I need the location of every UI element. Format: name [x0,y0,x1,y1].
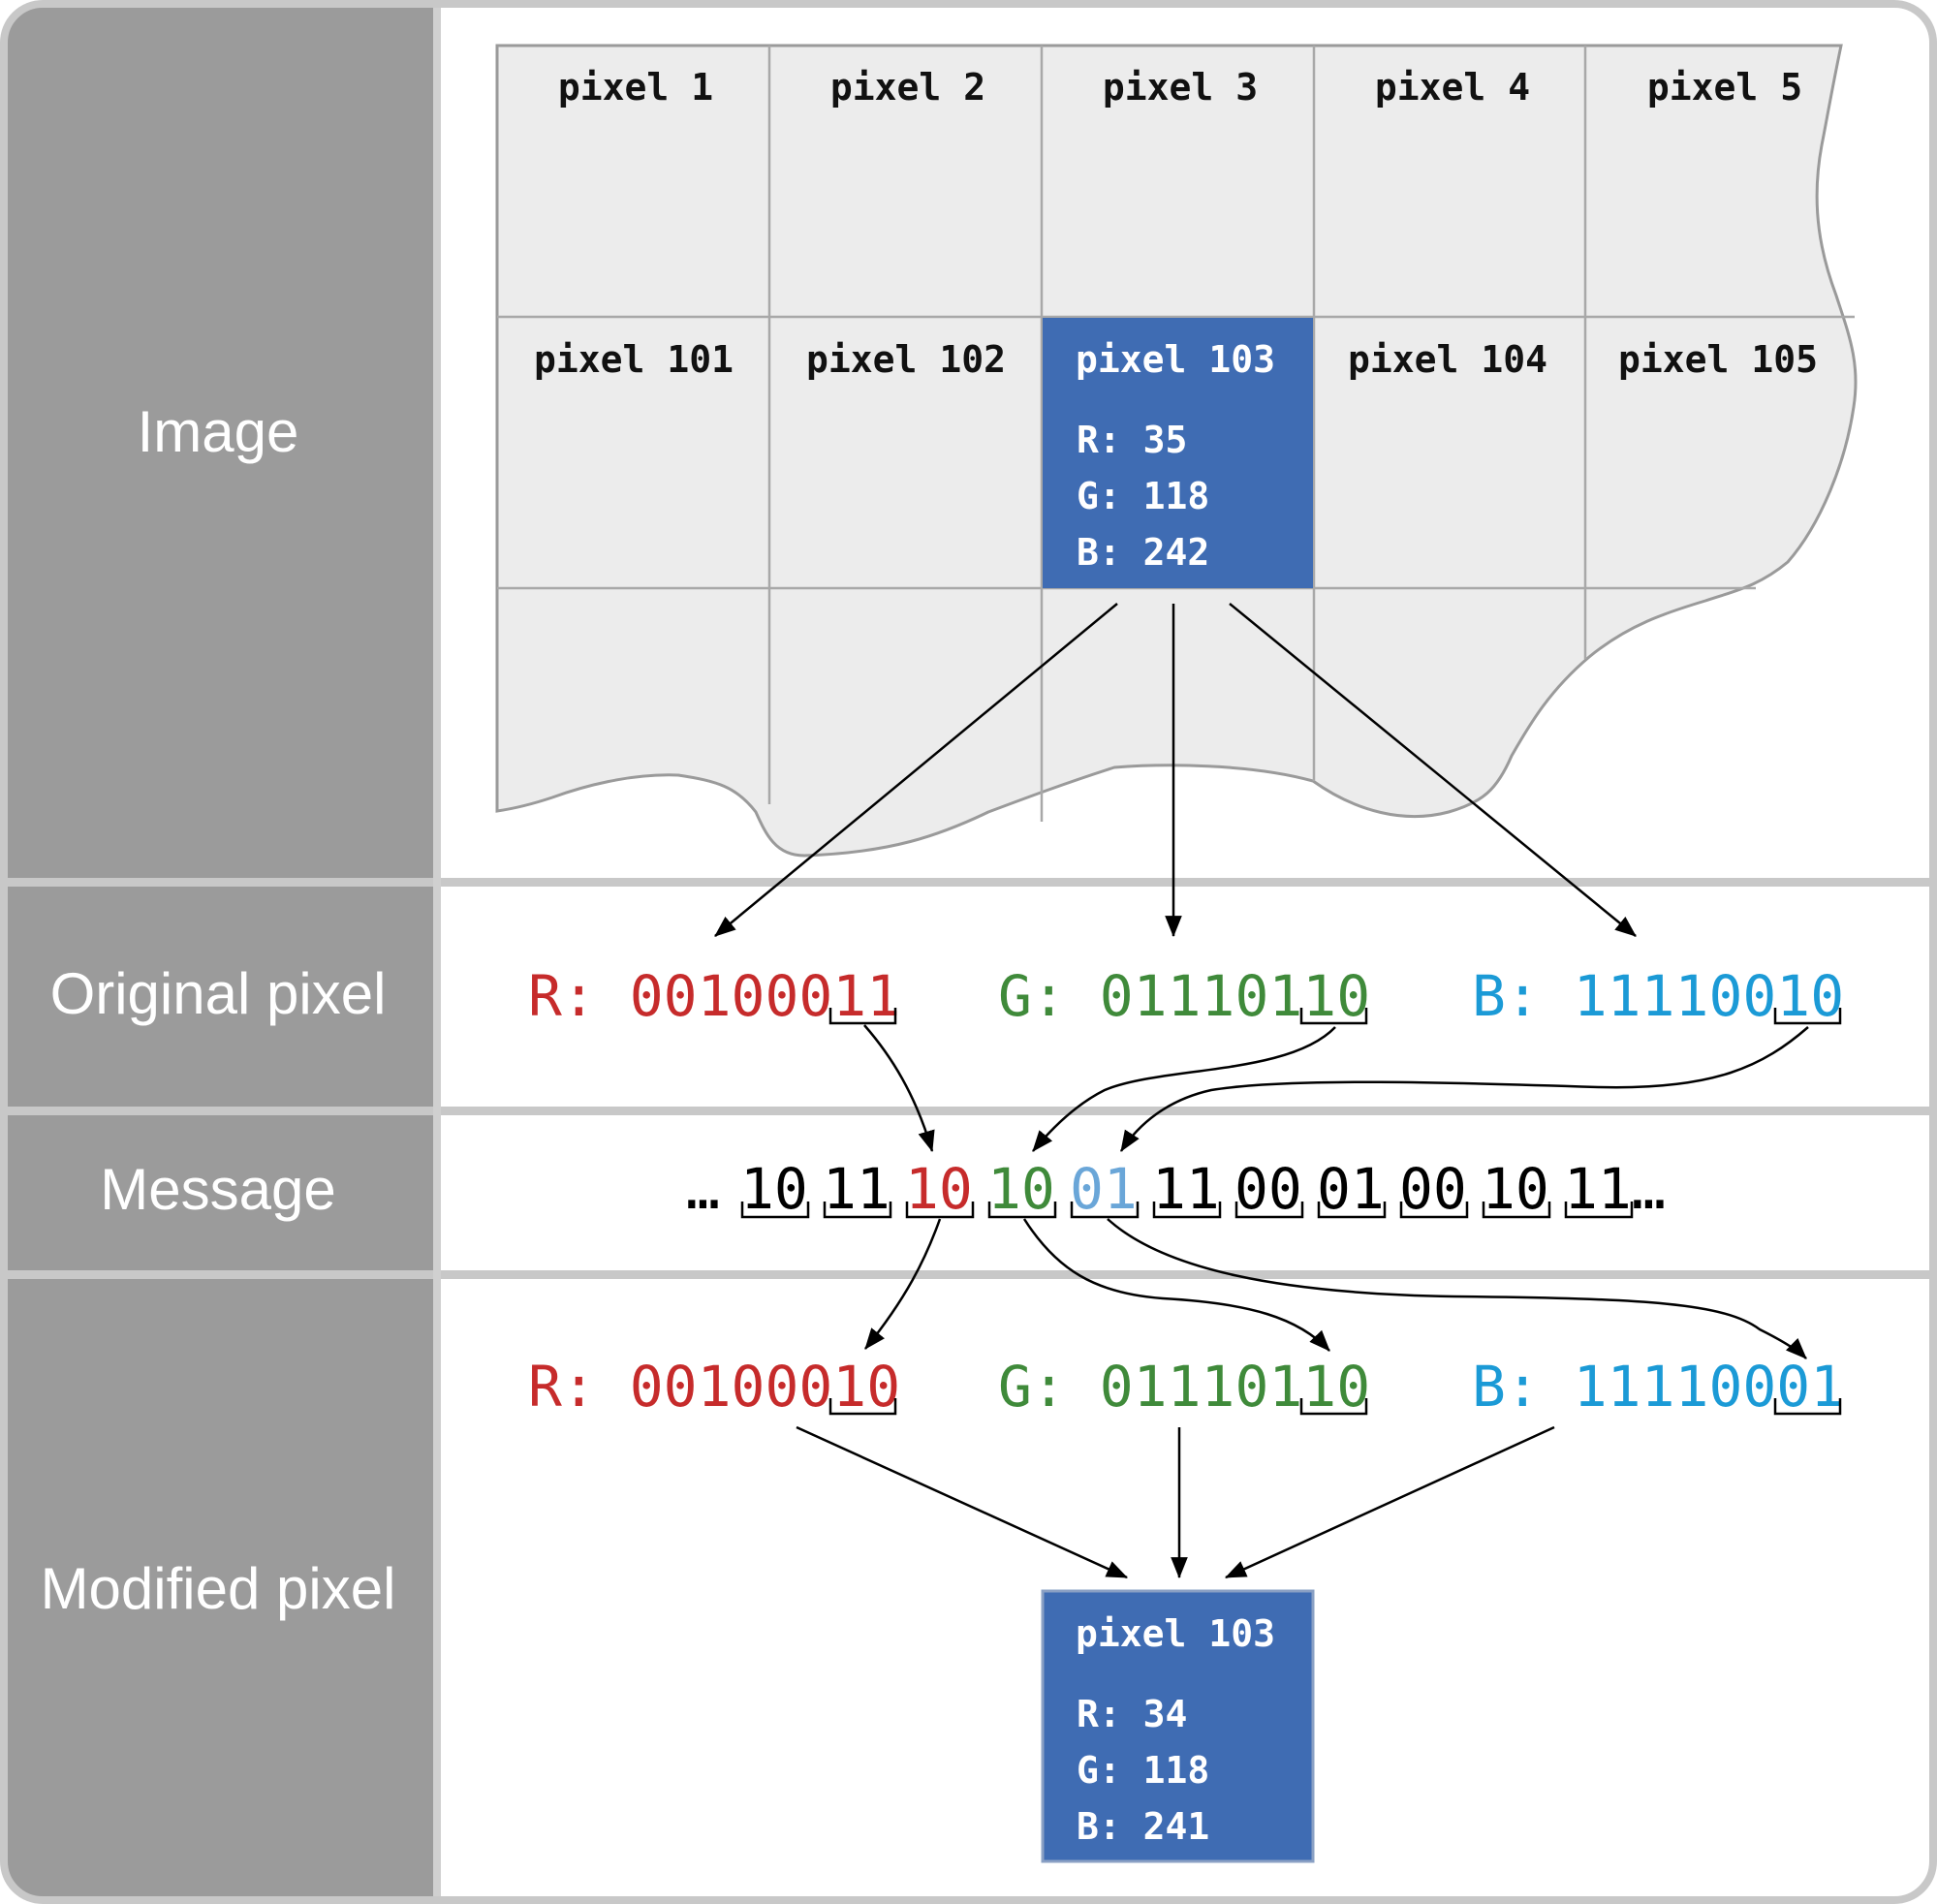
bracket [1482,1202,1551,1219]
row-separator [4,878,1933,887]
svg-text:G: 01110110: G: 01110110 [998,1354,1370,1420]
row-label-image: Image [138,399,299,464]
message: … 10 11 10 10 01 11 00 01 00 10 11 … [686,1156,1666,1222]
svg-text:G: 01110110: G: 01110110 [998,963,1370,1029]
highlighted-r: R: 35 [1077,419,1187,461]
arrow [1107,1218,1807,1359]
message-pair: 00 [1399,1156,1467,1222]
pixel-label: pixel 1 [558,66,713,109]
bracket [828,1008,897,1025]
pixel-label: pixel 2 [830,66,985,109]
pixel-label: pixel 102 [806,338,1006,381]
message-pair: 10 [1482,1156,1549,1222]
pixel-label: pixel 101 [534,338,734,381]
arrow [1229,603,1637,937]
arrow [863,1024,935,1153]
row-label-modified: Modified pixel [41,1556,396,1621]
message-pair: 00 [1234,1156,1302,1222]
pixel-label: pixel 5 [1647,66,1802,109]
arrow [1022,1218,1330,1352]
pixel-label: pixel 4 [1375,66,1530,109]
modified-b-prefix: B: [1472,1354,1574,1420]
bracket [823,1202,892,1219]
svg-text:B: 11110001: B: 11110001 [1472,1354,1844,1420]
message-pair: 10 [740,1156,808,1222]
bracket [828,1398,897,1416]
result-r: R: 34 [1077,1693,1187,1735]
bracket [1299,1008,1368,1025]
highlighted-b: B: 242 [1077,531,1209,574]
message-leading: … [686,1156,720,1222]
result-pixel-box [1041,1589,1315,1863]
bracket [1773,1008,1842,1025]
row-separator [4,1270,1933,1279]
message-trailing: … [1632,1156,1666,1222]
svg-text:B: 11110010: B: 11110010 [1472,963,1844,1029]
message-pair: 11 [1152,1156,1220,1222]
svg-text:R: 00100011: R: 00100011 [528,963,900,1029]
modified-r-prefix: R: [528,1354,630,1420]
bracket [1299,1398,1368,1416]
sidebar-divider [433,4,441,1900]
original-b-bits: 11110010 [1574,963,1844,1029]
result-pixel-label: pixel 103 [1076,1612,1275,1655]
original-r-bits: 00100011 [630,963,900,1029]
original-g-prefix: G: [998,963,1100,1029]
bracket [1564,1202,1634,1219]
pixel-label: pixel 104 [1348,338,1547,381]
result-b: B: 241 [1077,1805,1209,1848]
row-separator [4,1107,1933,1115]
original-b-prefix: B: [1472,963,1574,1029]
arrow [714,603,1118,937]
row-label-message: Message [100,1157,335,1222]
message-pair-red: 10 [905,1156,973,1222]
image-grid: pixel 1 pixel 2 pixel 3 pixel 4 pixel 5 … [495,44,1858,858]
svg-text:R: 00100010: R: 00100010 [528,1354,900,1420]
message-pair-blue: 01 [1070,1156,1138,1222]
original-pixel: R: 00100011 G: 01110110 B: 11110010 [528,963,1844,1029]
sidebar [4,4,436,1900]
modified-pixel: R: 00100010 G: 01110110 B: 11110001 [528,1354,1844,1420]
highlighted-pixel-label: pixel 103 [1076,338,1275,381]
highlighted-g: G: 118 [1077,475,1209,517]
bracket [1070,1202,1140,1219]
pixel-label: pixel 105 [1618,338,1818,381]
arrow [1119,1026,1809,1152]
pixel-label: pixel 3 [1103,66,1258,109]
bracket [1152,1202,1222,1219]
arrow [796,1425,1129,1579]
original-r-prefix: R: [528,963,630,1029]
highlighted-pixel [1043,318,1313,588]
row-label-original: Original pixel [50,961,387,1026]
result-g: G: 118 [1077,1749,1209,1792]
bracket [1399,1202,1469,1219]
message-pair: 01 [1317,1156,1385,1222]
result-pixel: pixel 103 R: 34 G: 118 B: 241 [1041,1589,1315,1863]
arrow [1032,1026,1336,1152]
modified-g-bits: 01110110 [1100,1354,1370,1420]
bracket [987,1202,1057,1219]
modified-r-bits: 00100010 [630,1354,900,1420]
message-pair-green: 10 [987,1156,1055,1222]
bracket [905,1202,975,1219]
bracket [1773,1398,1842,1416]
message-pair: 11 [823,1156,890,1222]
bracket [1317,1202,1387,1219]
original-g-bits: 01110110 [1100,963,1370,1029]
message-pair: 11 [1564,1156,1632,1222]
arrow [1224,1425,1555,1579]
bracket [740,1202,810,1219]
arrow [864,1218,942,1350]
modified-g-prefix: G: [998,1354,1100,1420]
bracket [1234,1202,1304,1219]
modified-b-bits: 11110001 [1574,1354,1844,1420]
